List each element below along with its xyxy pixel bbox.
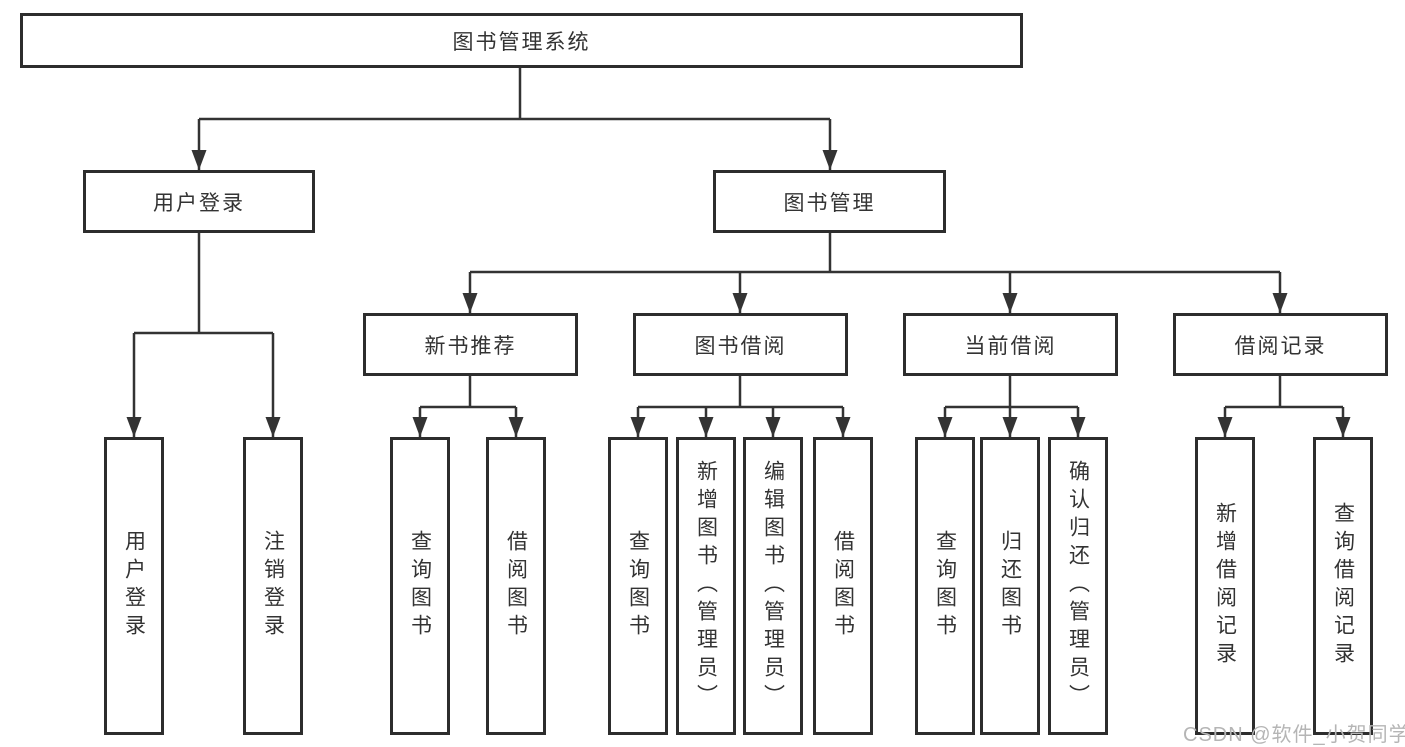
- leaf-edit-book-admin: 编辑图书（管理员）: [743, 437, 803, 735]
- leaf-label: 新增借阅记录: [1213, 502, 1237, 670]
- leaf-label: 归还图书: [998, 530, 1022, 642]
- node-borrowing-records: 借阅记录: [1173, 313, 1388, 376]
- leaf-confirm-return-admin: 确认归还（管理员）: [1048, 437, 1108, 735]
- leaf-label: 编辑图书（管理员）: [761, 460, 785, 712]
- node-label: 图书管理系统: [452, 30, 591, 54]
- leaf-label: 查询图书: [626, 530, 650, 642]
- leaf-label: 查询借阅记录: [1331, 502, 1355, 670]
- node-label: 图书管理: [783, 191, 876, 215]
- leaf-add-book-admin: 新增图书（管理员）: [676, 437, 736, 735]
- node-label: 新书推荐: [424, 334, 517, 358]
- leaf-label: 用户登录: [122, 530, 146, 642]
- node-label: 借阅记录: [1234, 334, 1327, 358]
- leaf-query-books: 查询图书: [608, 437, 668, 735]
- watermark: CSDN @软件_小贺同学: [1183, 724, 1405, 746]
- leaf-label: 查询图书: [933, 530, 957, 642]
- leaf-label: 借阅图书: [831, 530, 855, 642]
- leaf-query-borrow-record: 查询借阅记录: [1313, 437, 1373, 735]
- node-label: 当前借阅: [964, 334, 1057, 358]
- node-library-management-system: 图书管理系统: [20, 13, 1023, 68]
- leaf-query-books: 查询图书: [915, 437, 975, 735]
- leaf-label: 注销登录: [261, 530, 285, 642]
- leaf-add-borrow-record: 新增借阅记录: [1195, 437, 1255, 735]
- node-label: 用户登录: [153, 191, 245, 215]
- leaf-query-books: 查询图书: [390, 437, 450, 735]
- leaf-label: 确认归还（管理员）: [1066, 460, 1090, 712]
- leaf-logout-login: 注销登录: [243, 437, 303, 735]
- leaf-user-login: 用户登录: [104, 437, 164, 735]
- leaf-return-book: 归还图书: [980, 437, 1040, 735]
- node-label: 图书借阅: [694, 334, 787, 358]
- node-new-book-recommend: 新书推荐: [363, 313, 578, 376]
- leaf-borrow-books: 借阅图书: [813, 437, 873, 735]
- leaf-label: 借阅图书: [504, 530, 528, 642]
- leaf-borrow-books: 借阅图书: [486, 437, 546, 735]
- leaf-label: 查询图书: [408, 530, 432, 642]
- leaf-label: 新增图书（管理员）: [694, 460, 718, 712]
- node-book-management: 图书管理: [713, 170, 946, 233]
- node-book-borrowing: 图书借阅: [633, 313, 848, 376]
- node-user-login: 用户登录: [83, 170, 315, 233]
- node-current-borrowing: 当前借阅: [903, 313, 1118, 376]
